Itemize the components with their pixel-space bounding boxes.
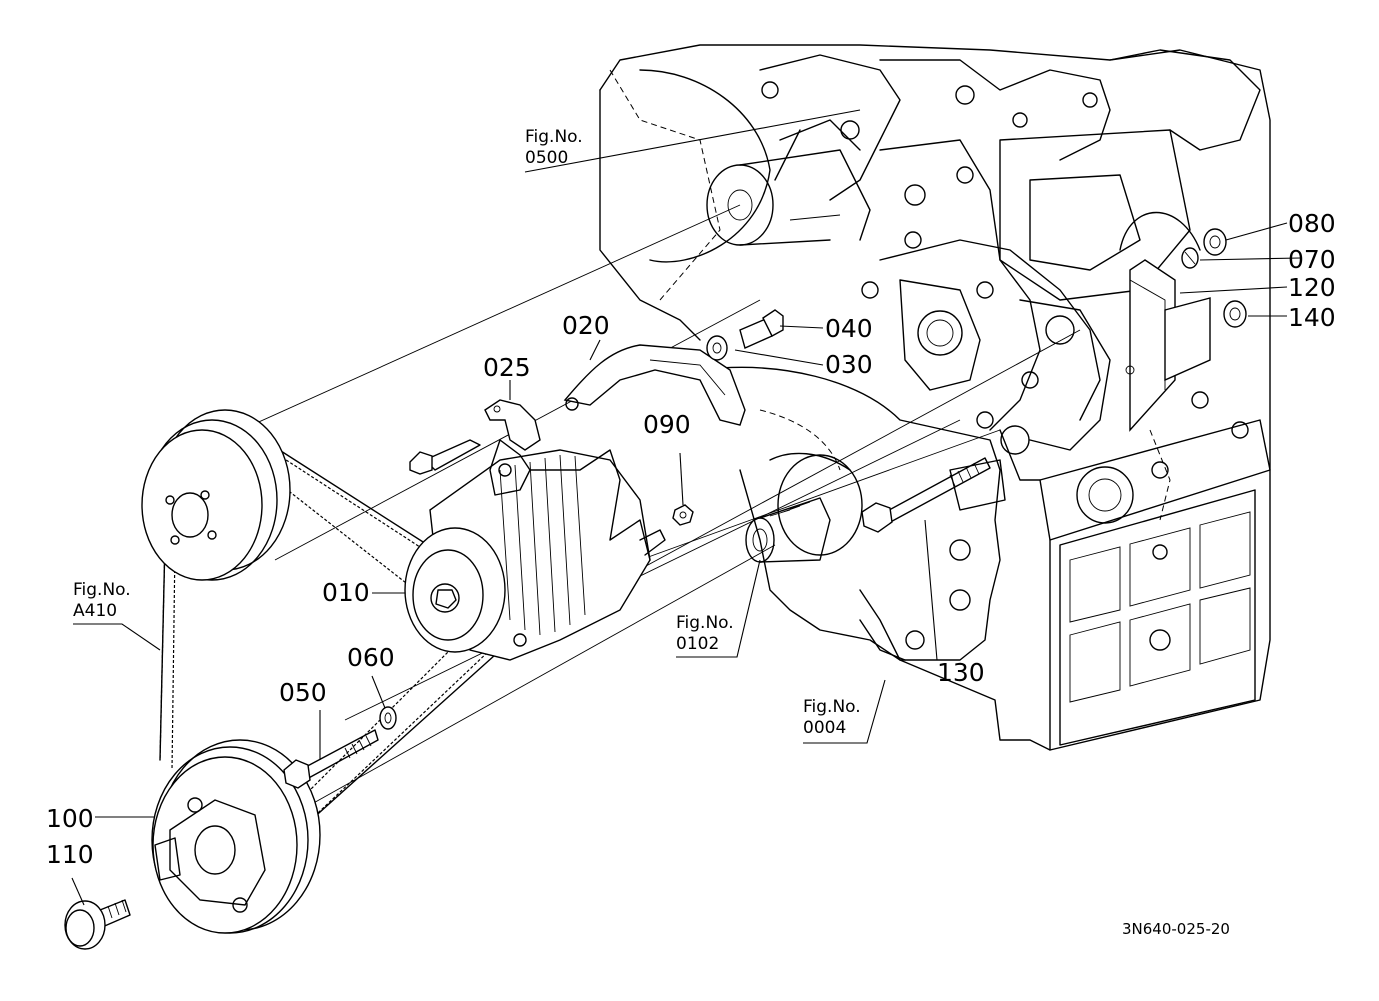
figure-ref-0004[interactable]: Fig.No. 0004 [803,697,861,740]
washer-030 [706,335,728,361]
callout-030[interactable]: 030 [825,350,873,379]
washer-060 [379,706,397,730]
plate-120 [1125,259,1211,432]
alternator [404,439,666,661]
bolt-110 [64,899,131,950]
figure-ref-a410-number: A410 [73,601,118,622]
figure-ref-0004-label: Fig.No. [803,697,861,717]
callout-080[interactable]: 080 [1288,209,1336,238]
figure-ref-0500-number: 0500 [525,148,569,169]
figure-ref-0102[interactable]: Fig.No. 0102 [676,613,734,656]
figure-ref-a410-label: Fig.No. [73,580,131,600]
figure-ref-0500-label: Fig.No. [525,127,583,147]
figure-ref-a410[interactable]: Fig.No. A410 [73,580,131,623]
callout-090[interactable]: 090 [643,410,691,439]
fan-pulley [141,409,291,581]
belt-clamp [484,399,541,451]
callout-140[interactable]: 140 [1288,303,1336,332]
gear-case [699,366,1006,661]
callout-020[interactable]: 020 [562,311,610,340]
washer-070 [1181,247,1199,269]
drawing-code: 3N640-025-20 [1122,920,1230,938]
callout-130[interactable]: 130 [937,658,985,687]
adjust-bracket [563,344,746,426]
callout-070[interactable]: 070 [1288,245,1336,274]
callout-050[interactable]: 050 [279,678,327,707]
crank-pulley [151,739,321,934]
projection-lines [229,204,1081,806]
bolt-050 [283,729,379,789]
long-bolt-130 [861,457,991,533]
callout-120[interactable]: 120 [1288,273,1336,302]
bolt-040 [739,309,784,349]
callout-110[interactable]: 110 [46,840,94,869]
figure-ref-0500[interactable]: Fig.No. 0500 [525,127,583,170]
engine-block [599,44,1271,751]
figure-ref-0102-label: Fig.No. [676,613,734,633]
nut-140 [1223,300,1247,328]
crankshaft-spline [745,452,863,563]
callout-010[interactable]: 010 [322,578,370,607]
nut-090 [672,504,694,526]
callout-040[interactable]: 040 [825,314,873,343]
figure-ref-0004-number: 0004 [803,718,847,739]
callout-100[interactable]: 100 [46,804,94,833]
callout-060[interactable]: 060 [347,643,395,672]
leader-lines [71,109,1301,906]
callout-025[interactable]: 025 [483,353,531,382]
clamp-bolt [409,439,481,475]
nut-080 [1203,228,1227,256]
figure-ref-0102-number: 0102 [676,634,720,655]
water-pump-pulley [706,119,871,246]
